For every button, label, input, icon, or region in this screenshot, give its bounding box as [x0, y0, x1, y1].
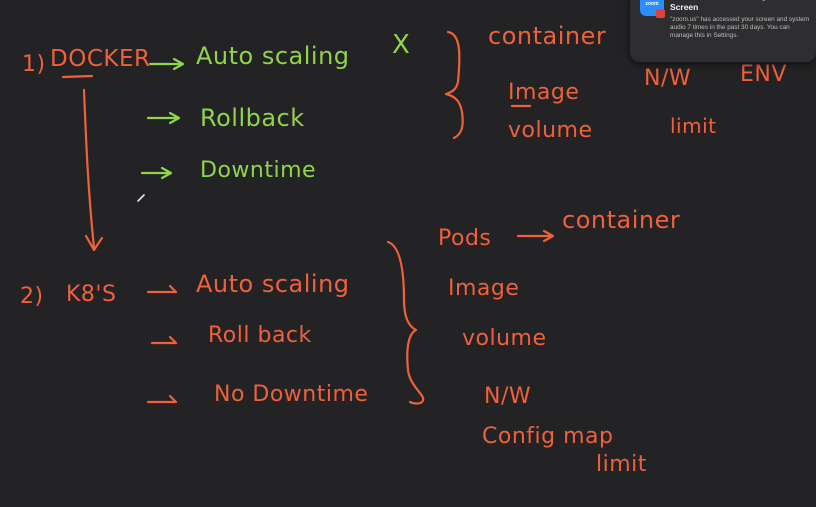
k8s-feature-rollback: Roll back [208, 323, 312, 348]
k8s-title: K8'S [66, 282, 117, 307]
k8s-related-configmap: Config map [482, 424, 614, 449]
arrow-docker-downtime [140, 166, 173, 180]
docker-extra-env: ENV [740, 62, 787, 87]
notification-title: "zoom.us" is Accessing Your Screen [670, 0, 788, 12]
docker-feature-downtime: Downtime [200, 158, 317, 183]
docker-related-container: container [488, 22, 607, 50]
docker-related-volume: volume [508, 118, 593, 143]
docker-cross-mark: X [392, 30, 411, 60]
k8s-number: 2) [20, 284, 44, 309]
docker-extra-nw: N/W [644, 66, 692, 91]
arrow-docker-autoscaling [148, 57, 185, 71]
docker-extra-limit: limit [670, 114, 717, 138]
k8s-feature-autoscaling: Auto scaling [196, 270, 350, 298]
docker-underline [61, 74, 94, 79]
k8s-related-nw: N/W [484, 384, 532, 409]
docker-feature-autoscaling: Auto scaling [196, 42, 350, 70]
k8s-related-image: Image [448, 276, 520, 301]
arrow-k8s-nodowntime [146, 394, 178, 404]
screen-access-notification[interactable]: zoom "zoom.us" is Accessing Your Screen … [630, 0, 816, 62]
zoom-app-icon-label: zoom [645, 1, 659, 7]
k8s-arrows [146, 229, 555, 404]
arrow-k8s-autoscaling [146, 284, 178, 294]
docker-related-image: Image [508, 80, 580, 105]
k8s-related-pods: Pods [438, 226, 492, 251]
k8s-related-volume: volume [462, 326, 547, 351]
docker-brace [444, 30, 464, 140]
arrow-docker-rollback [146, 111, 181, 125]
arrow-pods-container [516, 229, 555, 243]
pen-cursor [137, 194, 145, 202]
docker-number: 1) [22, 52, 46, 77]
docker-arrows [140, 57, 185, 180]
k8s-brace [386, 240, 425, 405]
k8s-related-limit: limit [596, 452, 647, 477]
k8s-feature-nodowntime: No Downtime [214, 382, 369, 407]
docker-to-k8s-arrow [82, 88, 104, 252]
k8s-related-container: container [562, 206, 681, 234]
notification-body: "zoom.us" has accessed your screen and s… [670, 16, 810, 39]
docker-feature-rollback: Rollback [200, 104, 305, 132]
screen-record-badge-icon [656, 9, 665, 18]
docker-title: DOCKER [50, 46, 151, 72]
arrow-k8s-rollback [150, 335, 178, 345]
